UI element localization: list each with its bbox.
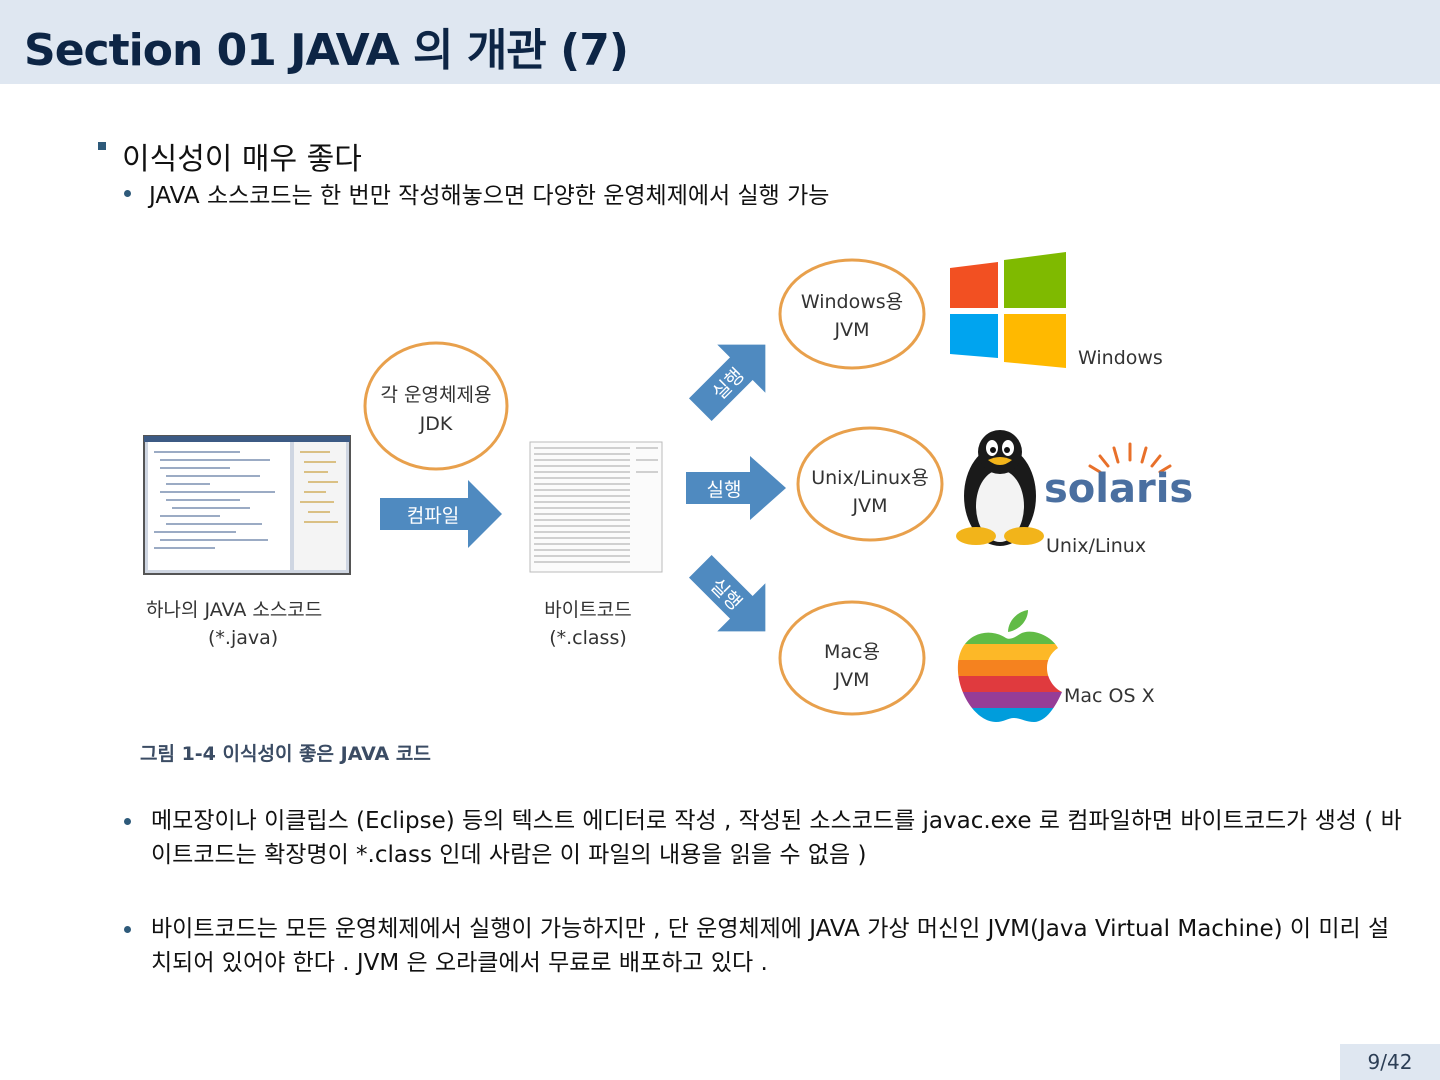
jvm-mac-circle	[778, 600, 926, 716]
dot-bullet-icon	[124, 926, 131, 933]
jdk-circle-line1: 각 운영체제용	[381, 384, 492, 406]
paragraph-editor-compile: 메모장이나 이클립스 (Eclipse) 등의 텍스트 에디터로 작성 , 작성…	[124, 804, 1414, 872]
slide-title: Section 01 JAVA 의 개관 (7)	[24, 25, 629, 76]
solaris-text: solaris	[1044, 466, 1193, 512]
jvm-mac-line1: Mac용	[824, 641, 880, 663]
bullet-main: 이식성이 매우 좋다	[98, 134, 362, 178]
portability-figure: 하나의 JAVA 소스코드 (*.java) 각 운영체제용 JDK 컴파일 바…	[140, 252, 1193, 765]
paragraph-jvm-text: 바이트코드는 모든 운영체제에서 실행이 가능하지만 , 단 운영체제에 JAV…	[151, 916, 1390, 976]
apple-logo-icon	[957, 610, 1062, 722]
jvm-unix-line1: Unix/Linux용	[811, 467, 929, 489]
dot-bullet-icon	[124, 818, 131, 825]
jvm-windows-line1: Windows용	[801, 291, 903, 313]
source-code-screenshot	[143, 435, 351, 575]
jvm-unix-line2: JVM	[852, 495, 888, 517]
jvm-windows-line2: JVM	[834, 319, 870, 341]
figure-caption: 그림 1-4 이식성이 좋은 JAVA 코드	[140, 743, 431, 765]
os-mac-label: Mac OS X	[1064, 685, 1155, 707]
bytecode-screenshot	[529, 441, 663, 573]
os-windows-label: Windows	[1078, 347, 1163, 369]
paragraph-editor-compile-text: 메모장이나 이클립스 (Eclipse) 등의 텍스트 에디터로 작성 , 작성…	[151, 808, 1402, 868]
bullet-sub: JAVA 소스코드는 한 번만 작성해놓으면 다양한 운영체제에서 실행 가능	[124, 176, 829, 210]
windows-logo-icon	[950, 252, 1066, 368]
solaris-logo: solaris	[1044, 442, 1193, 512]
jvm-mac-line2: JVM	[834, 669, 870, 691]
jdk-circle	[363, 341, 509, 471]
jvm-windows-circle	[778, 258, 926, 370]
source-caption-line2: (*.java)	[208, 627, 278, 649]
linux-penguin-icon	[956, 430, 1044, 546]
run-arrow-middle: 실행	[686, 456, 786, 520]
bullet-sub-text: JAVA 소스코드는 한 번만 작성해놓으면 다양한 운영체제에서 실행 가능	[149, 183, 830, 209]
bullet-main-text: 이식성이 매우 좋다	[122, 142, 362, 177]
square-bullet-icon	[98, 142, 106, 150]
source-caption-line1: 하나의 JAVA 소스코드	[146, 599, 322, 621]
compile-arrow	[380, 480, 502, 548]
jdk-circle-line2: JDK	[419, 413, 453, 435]
page-number: 9/42	[1340, 1044, 1440, 1080]
run-arrow-down: 실행	[688, 554, 766, 632]
run-arrow-up: 실행	[688, 344, 766, 422]
os-unix-label: Unix/Linux	[1046, 535, 1146, 557]
dot-bullet-icon	[124, 190, 131, 197]
compile-label: 컴파일	[407, 505, 459, 527]
run-label-middle: 실행	[707, 479, 742, 501]
bytecode-caption-line1: 바이트코드	[544, 599, 631, 621]
paragraph-jvm: 바이트코드는 모든 운영체제에서 실행이 가능하지만 , 단 운영체제에 JAV…	[124, 912, 1414, 980]
bytecode-caption-line2: (*.class)	[549, 627, 627, 649]
jvm-unix-circle	[796, 426, 944, 542]
title-bar: Section 01 JAVA 의 개관 (7)	[0, 0, 1440, 84]
